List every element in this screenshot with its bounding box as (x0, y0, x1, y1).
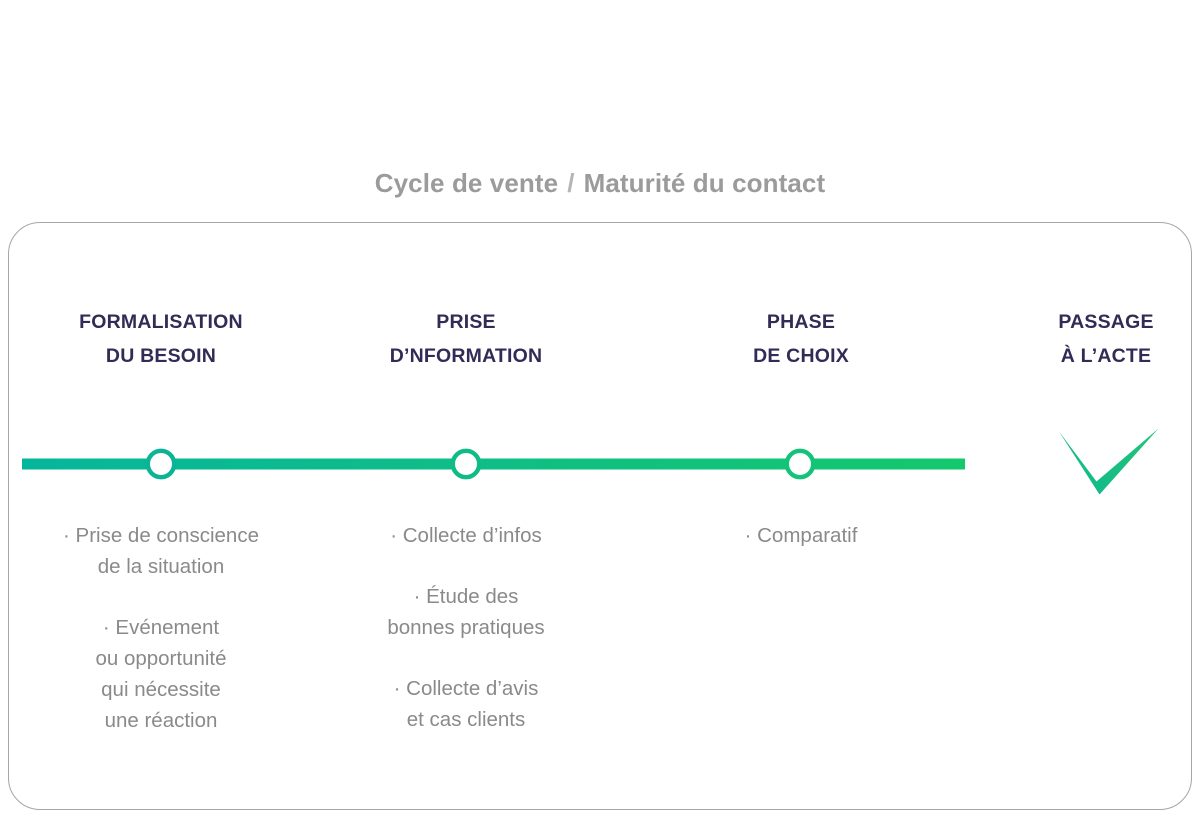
stage-heading-line2: DU BESOIN (105, 344, 217, 367)
bullet-line: bonnes pratiques (387, 616, 545, 639)
milestone-node-icon[interactable] (784, 448, 816, 480)
title-right: Maturité du contact (583, 168, 826, 198)
title-separator: / (567, 168, 575, 198)
diagram-card (8, 222, 1192, 810)
bullet-list-phase-de-choix: · Comparatif (676, 520, 926, 581)
bullet-line: ou opportunité (95, 647, 227, 670)
bullet-item: · Collecte d’infos (341, 520, 591, 551)
stage-column-prise-dinformation[interactable]: PRISE D’NFORMATION (341, 306, 591, 373)
stage-heading: PHASE DE CHOIX (676, 306, 926, 373)
milestone-node-icon[interactable] (450, 448, 482, 480)
title-left: Cycle de vente (374, 168, 559, 198)
stage-heading-line1: FORMALISATION (79, 311, 243, 333)
bullet-line: · Étude des (413, 585, 519, 608)
bullet-item: · Collecte d’avis et cas clients (341, 673, 591, 735)
stage-heading: FORMALISATION DU BESOIN (36, 306, 286, 373)
bullet-line: de la situation (97, 555, 225, 578)
milestone-node-icon[interactable] (145, 448, 177, 480)
bullet-item: · Evénement ou opportunité qui nécessite… (36, 612, 286, 736)
bullet-item: · Étude des bonnes pratiques (341, 581, 591, 643)
bullet-line: · Evénement (102, 616, 220, 639)
stage-heading-line1: PRISE (436, 311, 496, 333)
stage-column-phase-de-choix[interactable]: PHASE DE CHOIX (676, 306, 926, 373)
bullet-line: · Collecte d’infos (390, 524, 542, 547)
timeline-line (22, 458, 965, 470)
bullet-line: et cas clients (406, 708, 526, 731)
bullet-list-formalisation: · Prise de conscience de la situation · … (36, 520, 286, 766)
stage-heading-line1: PASSAGE (1058, 311, 1154, 333)
stage-heading-line2: À L’ACTE (1060, 344, 1152, 367)
bullet-line: · Prise de conscience (63, 524, 259, 547)
bullet-line: · Collecte d’avis (393, 677, 539, 700)
stage-heading-line1: PHASE (766, 311, 836, 333)
bullet-item: · Comparatif (676, 520, 926, 551)
stage-column-passage-a-lacte[interactable]: PASSAGE À L’ACTE (981, 306, 1200, 373)
bullet-line: qui nécessite (101, 678, 221, 701)
stage-column-formalisation[interactable]: FORMALISATION DU BESOIN (36, 306, 286, 373)
stage-heading: PRISE D’NFORMATION (341, 306, 591, 373)
stage-heading: PASSAGE À L’ACTE (981, 306, 1200, 373)
bullet-list-prise-dinformation: · Collecte d’infos · Étude des bonnes pr… (341, 520, 591, 765)
stage-heading-line2: D’NFORMATION (389, 344, 543, 367)
stage-heading-line2: DE CHOIX (753, 344, 849, 367)
bullet-line: une réaction (104, 709, 218, 732)
page-title: Cycle de vente / Maturité du contact (0, 168, 1200, 199)
check-icon (1059, 428, 1159, 495)
bullet-item: · Prise de conscience de la situation (36, 520, 286, 582)
bullet-line: · Comparatif (744, 524, 858, 547)
